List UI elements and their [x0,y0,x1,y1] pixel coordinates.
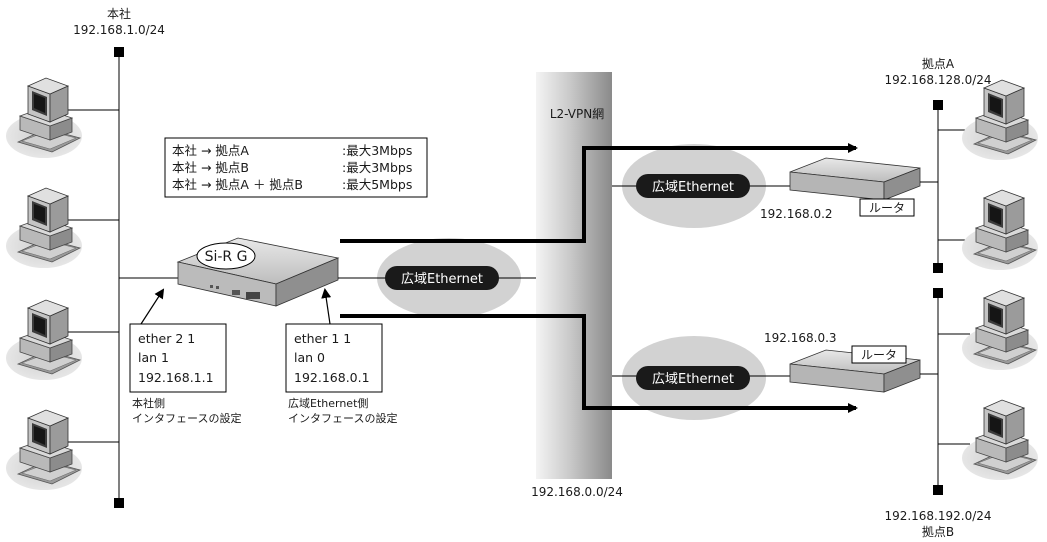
wan-if-box: ether 1 1 lan 0 192.168.0.1 [285,323,383,393]
wan-pill-site-a-label: 広域Ethernet [652,180,734,195]
bandwidth-route-3: 本社 → 拠点A ＋ 拠点B [172,177,303,192]
wan-if-line2: lan 0 [294,350,325,365]
wan-if-caption2: インタフェースの設定 [288,411,397,425]
wan-pill-site-b-label: 広域Ethernet [652,372,734,387]
site-a-network: 192.168.128.0/24 [884,73,991,87]
wan-pill-site-b [636,366,750,390]
site-a-name: 拠点A [922,57,955,71]
l2-vpn-network-column [536,72,612,479]
wan-if-pointer [321,288,332,325]
sir-label-bubble [196,242,256,270]
bandwidth-table: 本社 → 拠点A :最大3Mbps 本社 → 拠点B :最大3Mbps 本社 →… [164,137,428,198]
bandwidth-route-2: 本社 → 拠点B [172,160,249,175]
bandwidth-limit-2: :最大3Mbps [342,160,412,175]
sir-label: Si-R G [205,249,248,265]
router-site-a [789,157,921,201]
site-a-lan-terminator-bottom [933,263,943,273]
hq-lan-terminator-bottom [114,498,124,508]
hq-pc-3 [5,299,83,381]
bandwidth-limit-3: :最大5Mbps [342,177,412,192]
traffic-arrow-site-b [340,314,858,413]
lan-if-pointer [140,288,165,325]
hq-pc-1 [5,77,83,159]
bandwidth-route-1: 本社 → 拠点A [172,143,249,158]
site-b-network: 192.168.192.0/24 [884,509,991,523]
hq-pc-4 [5,409,83,491]
site-b-pc-1 [961,289,1039,371]
router-b-ip: 192.168.0.3 [764,331,837,345]
wan-if-line3: 192.168.0.1 [294,370,370,385]
site-b-pc-2 [961,399,1039,481]
router-a-tag [859,198,915,217]
hq-pc-2 [5,187,83,269]
site-a-lan-terminator-top [933,100,943,110]
lan-if-box: ether 2 1 lan 1 192.168.1.1 [129,323,227,393]
router-a-tag-label: ルータ [869,201,905,215]
lan-if-caption2: インタフェースの設定 [132,411,241,425]
bandwidth-limit-1: :最大3Mbps [342,143,412,158]
hq-lan-terminator-top [114,47,124,57]
wan-if-caption1: 広域Ethernet側 [288,397,368,410]
lan-if-caption1: 本社側 [132,396,165,410]
wan-pill-center-label: 広域Ethernet [401,272,483,287]
site-b-lan-terminator-top [933,288,943,298]
lan-if-line2: lan 1 [138,350,169,365]
router-b-tag-label: ルータ [861,348,897,362]
vpn-name: L2-VPN網 [550,107,604,121]
hq-name: 本社 [107,6,131,21]
vpn-network: 192.168.0.0/24 [531,485,623,499]
lan-if-line3: 192.168.1.1 [138,370,214,385]
lan-if-line1: ether 2 1 [138,331,195,346]
traffic-arrow-site-a [340,143,858,243]
site-a-pc-2 [961,189,1039,271]
router-b-tag [851,345,907,364]
site-b-name: 拠点B [922,525,954,539]
hq-network: 192.168.1.0/24 [73,23,165,37]
wan-pill-center [385,266,499,290]
site-a-pc-1 [961,79,1039,161]
site-b-lan-terminator-bottom [933,485,943,495]
wan-if-line1: ether 1 1 [294,331,351,346]
wan-pill-site-a [636,174,750,198]
router-a-ip: 192.168.0.2 [760,207,833,221]
